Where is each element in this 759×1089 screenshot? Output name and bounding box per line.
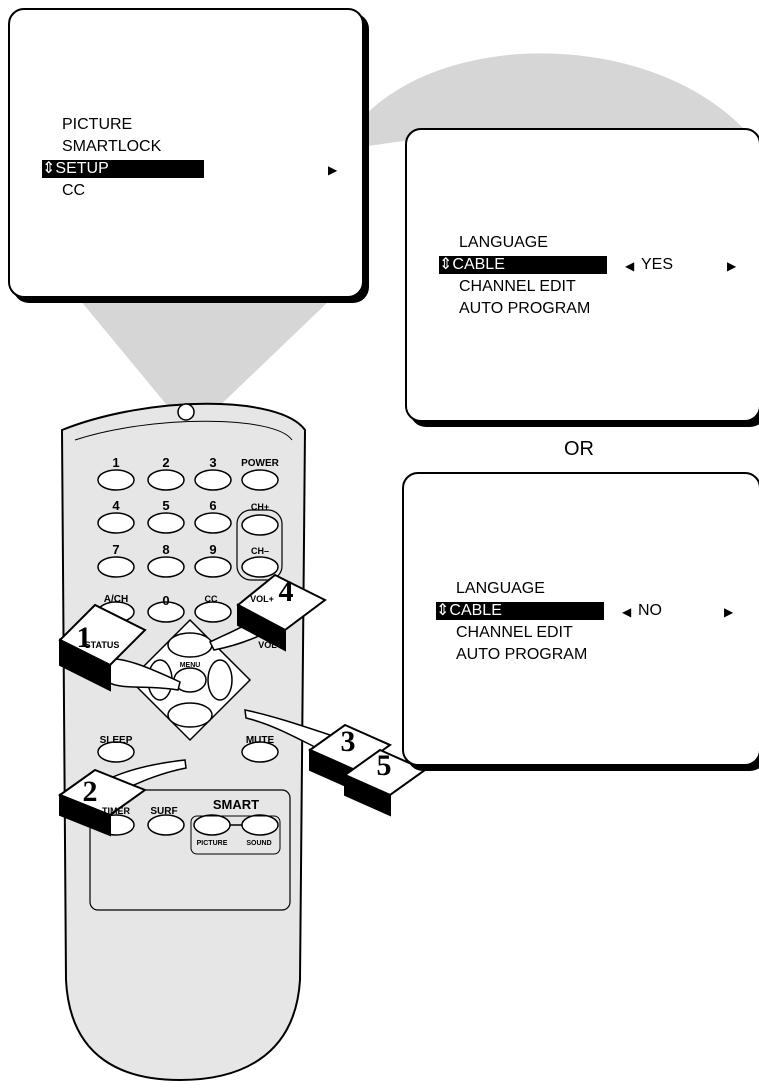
remote-button-label[interactable]: 2: [162, 455, 170, 470]
setup-item-auto-program[interactable]: AUTO PROGRAM: [459, 300, 591, 317]
remote-button-label[interactable]: SLEEP: [99, 735, 133, 746]
remote-button-label[interactable]: SURF: [150, 806, 178, 817]
step-number-1: 1: [76, 621, 92, 654]
or-label: OR: [564, 438, 594, 460]
remote-button-label[interactable]: MUTE: [245, 735, 275, 746]
menu-item-smartlock[interactable]: SMARTLOCK: [62, 138, 162, 155]
remote-button-label[interactable]: 4: [112, 498, 120, 513]
step-cubes: [57, 573, 428, 837]
step-number-4: 4: [278, 575, 294, 608]
remote-button-label[interactable]: 1: [112, 455, 120, 470]
remote-button-label[interactable]: CC: [204, 594, 218, 604]
remote-button-label[interactable]: PICTURE: [196, 840, 228, 847]
left-arrow-icon: ◀: [625, 259, 635, 273]
remote-button-label[interactable]: 8: [162, 542, 170, 557]
step-number-5: 5: [376, 749, 392, 782]
remote-button-label[interactable]: A/CH: [103, 594, 129, 605]
projection-beam: [80, 300, 330, 415]
left-arrow-icon: ◀: [622, 605, 632, 619]
remote-button-label[interactable]: 9: [209, 542, 217, 557]
setup-item-language[interactable]: LANGUAGE: [456, 580, 545, 597]
updown-marker-icon: ⇕: [42, 160, 56, 177]
remote-button-label[interactable]: 7: [112, 542, 120, 557]
updown-marker-icon: ⇕: [439, 256, 453, 273]
right-arrow-icon: ▶: [724, 605, 734, 619]
remote-button-label[interactable]: SOUND: [246, 840, 272, 847]
transition-sweep: [340, 53, 745, 150]
remote-button-label[interactable]: POWER: [241, 458, 279, 469]
remote-button-label[interactable]: SMART: [212, 797, 260, 812]
setup-screen-no: LANGUAGE ⇕CABLE ◀ NO ▶ CHANNEL EDIT AUTO…: [402, 472, 759, 766]
step-number-3: 3: [340, 725, 356, 758]
remote-button-label[interactable]: STATUS: [84, 640, 120, 650]
remote-button-label[interactable]: CH+: [250, 502, 270, 512]
remote-button-label[interactable]: TIMER: [102, 806, 130, 816]
cable-value-no: NO: [638, 602, 662, 619]
remote-button-label[interactable]: 6: [209, 498, 217, 513]
remote-button-label[interactable]: CH–: [250, 546, 270, 556]
setup-screen-yes: LANGUAGE ⇕CABLE ◀ YES ▶ CHANNEL EDIT AUT…: [405, 128, 759, 422]
main-menu-screen: PICTURE SMARTLOCK ⇕SETUP CC ▶: [8, 8, 364, 298]
menu-item-picture[interactable]: PICTURE: [62, 116, 133, 133]
remote-button-label[interactable]: VOL–: [258, 640, 282, 650]
right-arrow-icon: ▶: [328, 163, 338, 177]
keypad: [97, 469, 279, 836]
setup-item-language[interactable]: LANGUAGE: [459, 234, 548, 251]
remote-button-label[interactable]: 3: [209, 455, 217, 470]
remote-button-label[interactable]: VOL+: [250, 594, 274, 604]
setup-item-channel-edit[interactable]: CHANNEL EDIT: [459, 278, 576, 295]
setup-item-auto-program[interactable]: AUTO PROGRAM: [456, 646, 588, 663]
remote-button-label[interactable]: MENU: [179, 662, 201, 669]
menu-item-cc[interactable]: CC: [62, 182, 86, 199]
remote-button-label[interactable]: 5: [162, 498, 170, 513]
ir-emitter: [177, 403, 195, 421]
cable-value-yes: YES: [641, 256, 674, 273]
updown-marker-icon: ⇕: [436, 602, 450, 619]
setup-item-cable-selected[interactable]: ⇕CABLE: [436, 602, 604, 620]
remote-button-label[interactable]: 0: [162, 593, 170, 608]
direction-pad: [128, 618, 252, 742]
right-arrow-icon: ▶: [727, 259, 737, 273]
step-number-2: 2: [82, 775, 98, 808]
setup-item-cable-selected[interactable]: ⇕CABLE: [439, 256, 607, 274]
menu-item-setup-selected[interactable]: ⇕SETUP: [42, 160, 204, 178]
setup-item-channel-edit[interactable]: CHANNEL EDIT: [456, 624, 573, 641]
